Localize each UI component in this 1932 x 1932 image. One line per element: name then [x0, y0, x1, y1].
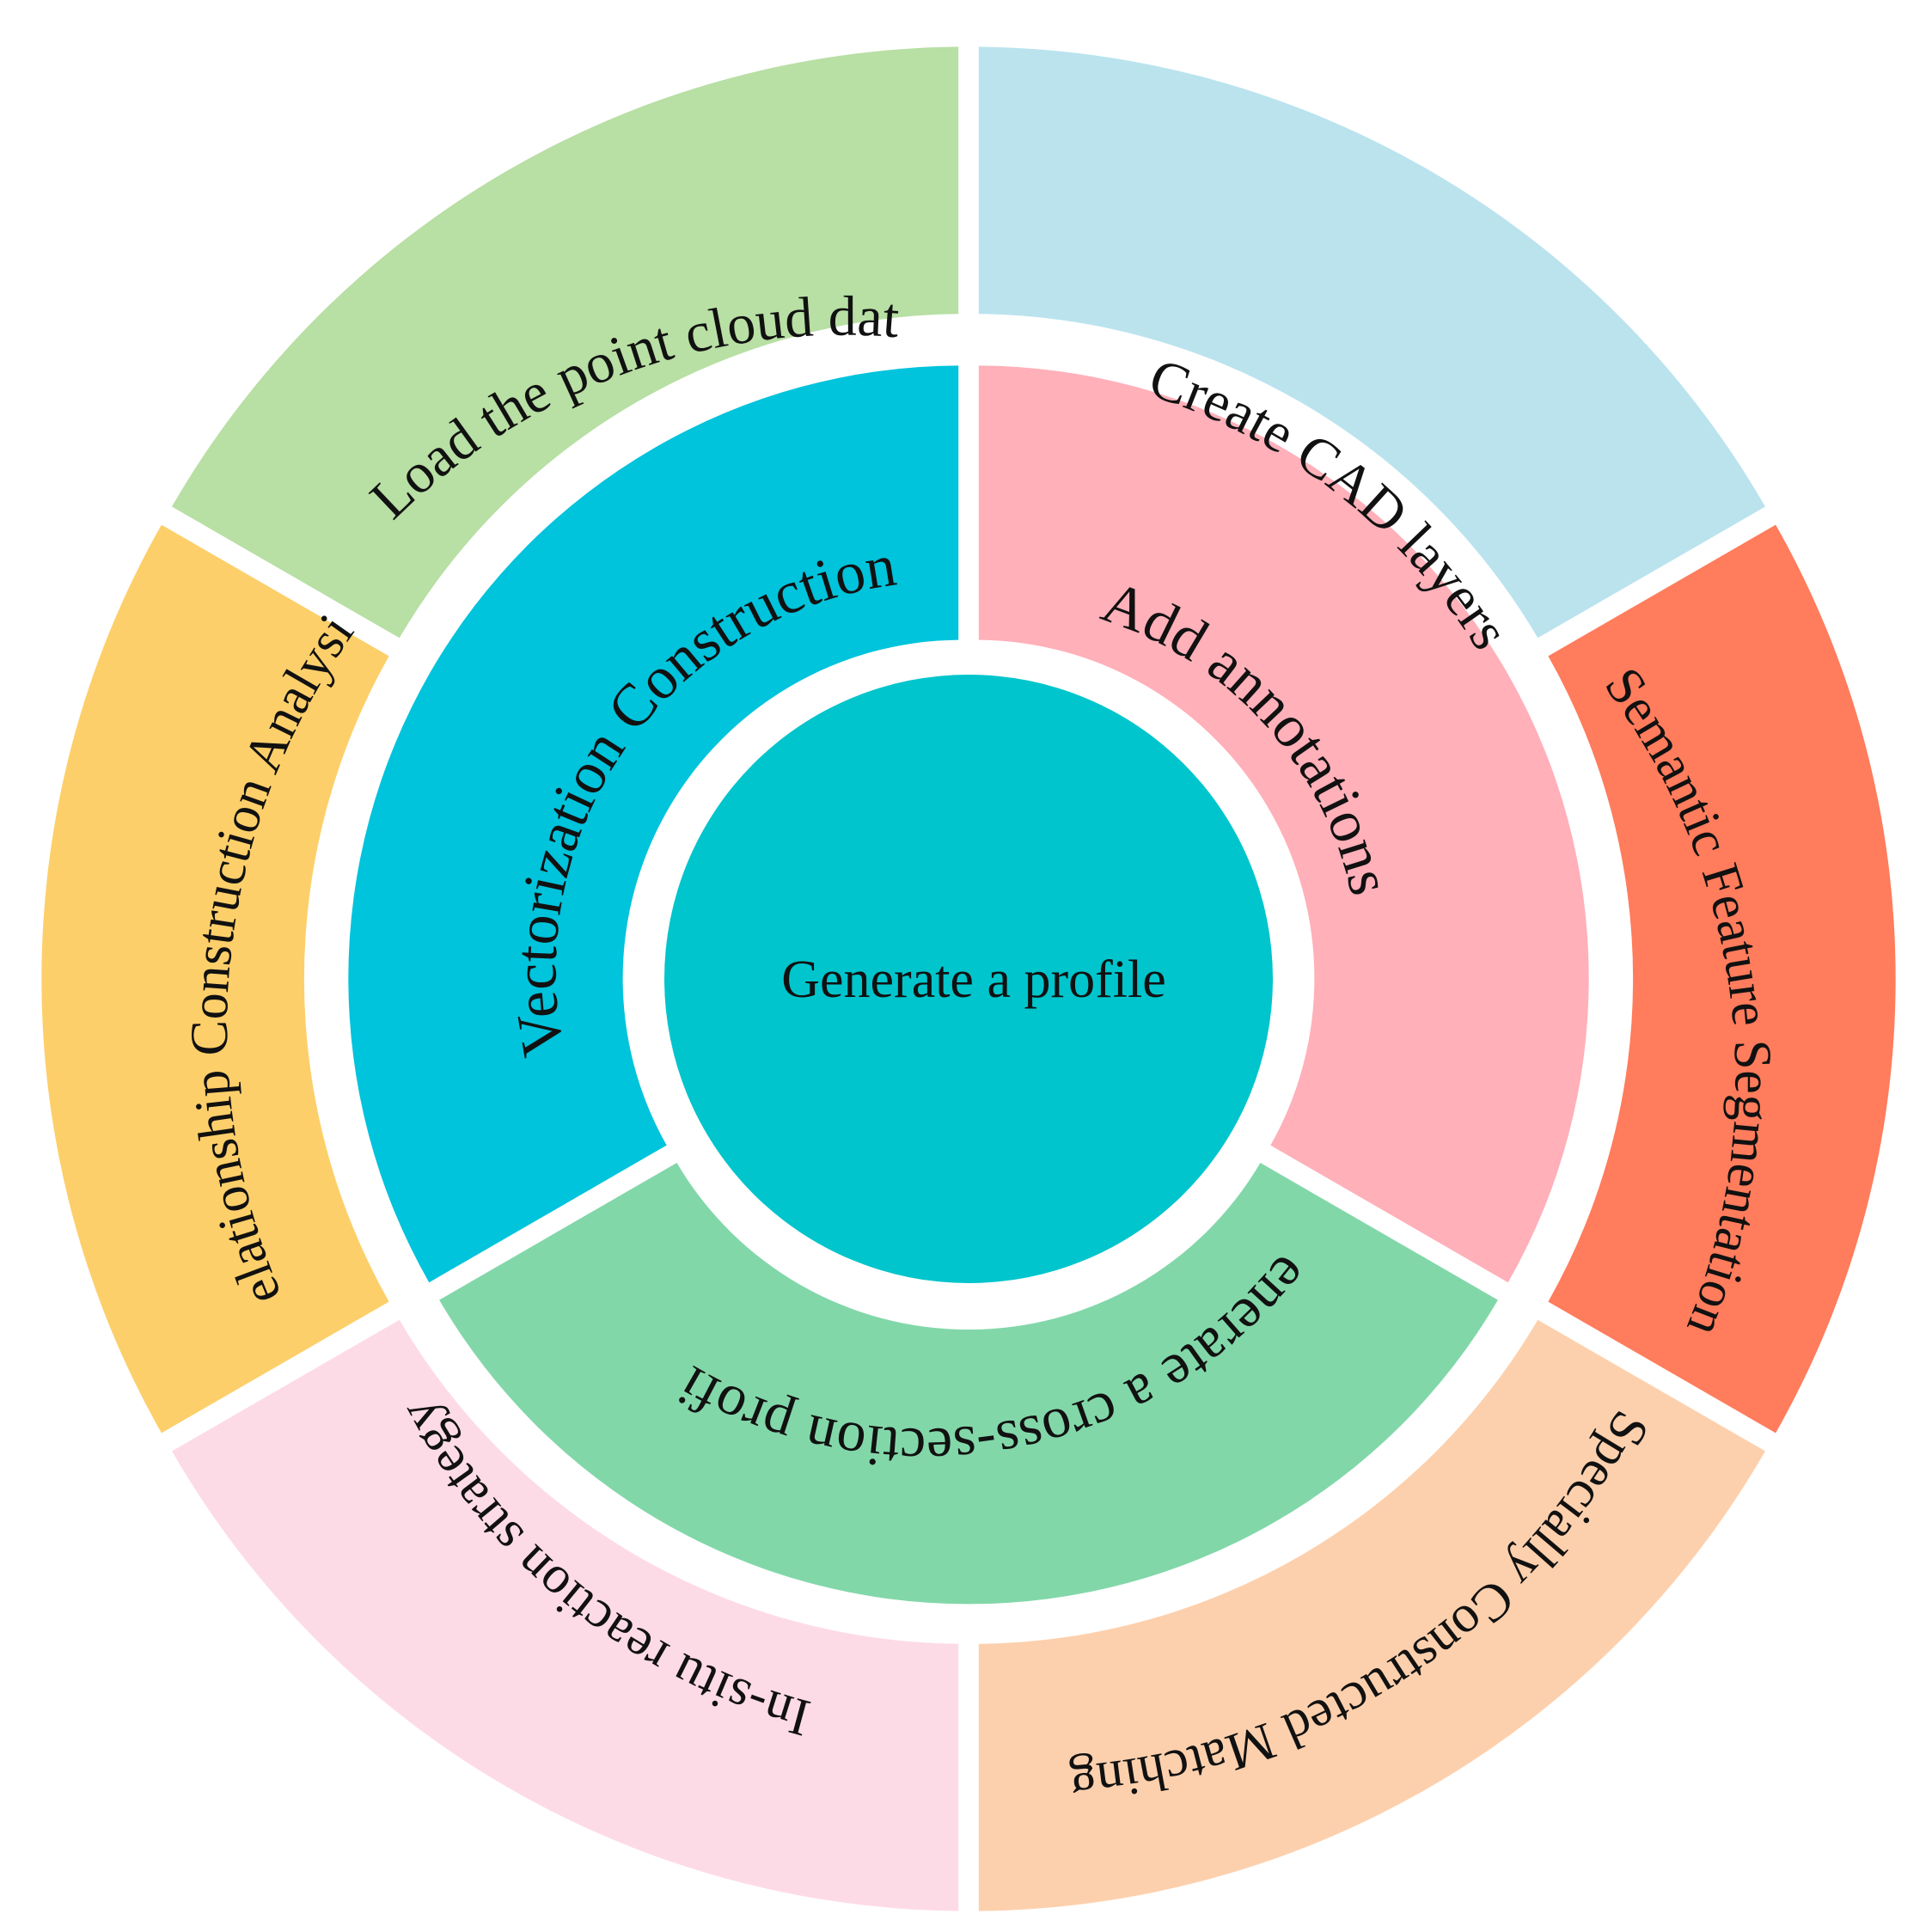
- outer-segment-create-cad-layers: [978, 46, 1765, 639]
- outer-segment-relationship-construction-analysis: [41, 524, 389, 1434]
- center-circle: [664, 675, 1273, 1283]
- outer-ring: [41, 46, 1896, 1911]
- inner-ring: [348, 365, 1589, 1605]
- inner-segment-vectorization-construction: [348, 365, 959, 1283]
- outer-segment-load-point-cloud-data: [172, 46, 959, 639]
- outer-segment-semantic-feature-segmentation: [1548, 524, 1896, 1434]
- outer-segment-specially-constructed-matching: [978, 1319, 1765, 1911]
- inner-segment-add-annotations: [978, 365, 1589, 1283]
- inner-segment-generate-cross-section-profile: [439, 1163, 1498, 1605]
- center-label: Generate a profile: [781, 951, 1166, 1009]
- outer-segment-in-situ-reaction-strategy: [172, 1319, 959, 1911]
